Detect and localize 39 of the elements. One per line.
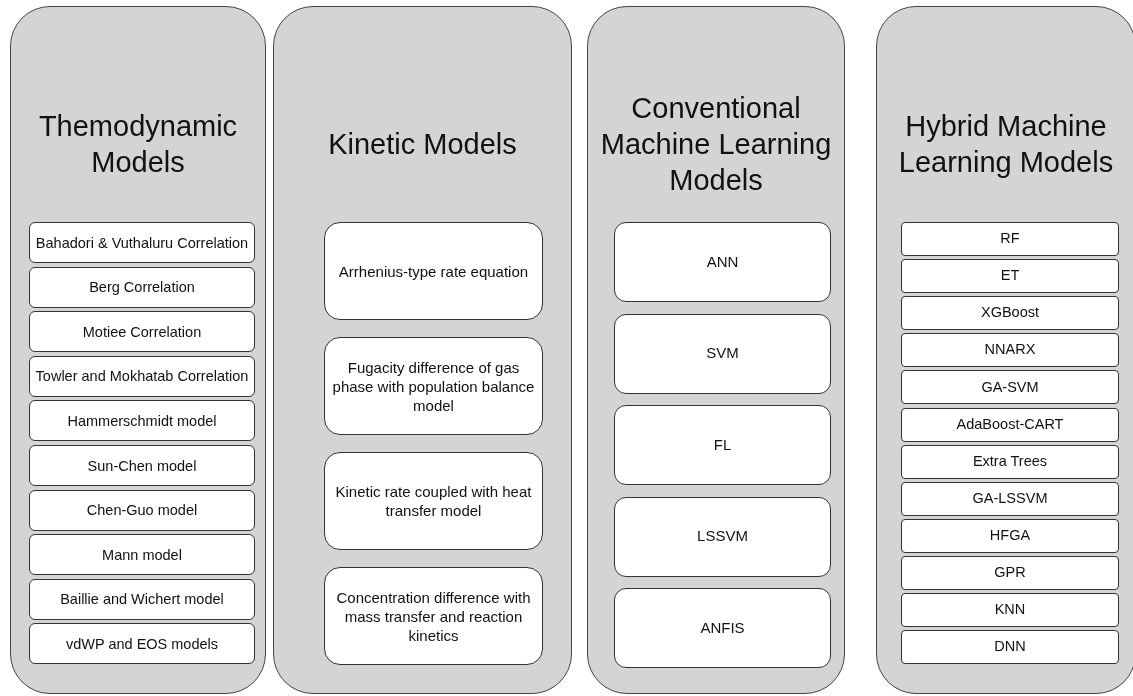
model-box: KNN: [901, 593, 1119, 627]
model-box: RF: [901, 222, 1119, 256]
model-box: Baillie and Wichert model: [29, 578, 255, 620]
model-box: Towler and Mokhatab Correlation: [29, 355, 255, 397]
model-box: LSSVM: [614, 496, 831, 577]
panel-title: Conventional Machine Learning Models: [599, 91, 833, 198]
panel-title: Kinetic Models: [328, 127, 517, 162]
model-box: AdaBoost-CART: [901, 407, 1119, 442]
model-box: Concentration difference with mass transfer and reaction kinetics: [324, 567, 543, 665]
panel-title: Themodynamic Models: [37, 109, 239, 180]
model-box: GA-LSSVM: [901, 481, 1119, 516]
model-box: Kinetic rate coupled with heat transfer model: [324, 452, 543, 550]
model-box: ANN: [614, 222, 831, 302]
model-box: Motiee Correlation: [29, 311, 255, 353]
category-panel: [273, 6, 572, 694]
model-box: DNN: [901, 630, 1119, 665]
model-box: GA-SVM: [901, 370, 1119, 405]
model-box: Mann model: [29, 534, 255, 576]
model-box: Bahadori & Vuthaluru Correlation: [29, 222, 255, 263]
category-panel: [587, 6, 845, 694]
model-box: Hammerschmidt model: [29, 400, 255, 442]
model-box: ET: [901, 259, 1119, 294]
model-box: Berg Correlation: [29, 266, 255, 308]
model-box: Arrhenius-type rate equation: [324, 222, 543, 320]
model-box: NNARX: [901, 333, 1119, 368]
model-box: Fugacity difference of gas phase with population balance model: [324, 337, 543, 435]
model-box: ANFIS: [614, 588, 831, 668]
model-box: HFGA: [901, 518, 1119, 553]
model-box: XGBoost: [901, 296, 1119, 331]
model-box: SVM: [614, 313, 831, 394]
model-box: Extra Trees: [901, 444, 1119, 479]
model-box: Chen-Guo model: [29, 489, 255, 531]
model-box: Sun-Chen model: [29, 445, 255, 486]
model-box: FL: [614, 405, 831, 485]
category-panel: [876, 6, 1133, 694]
model-box: GPR: [901, 555, 1119, 590]
category-panel: [10, 6, 266, 694]
model-box: vdWP and EOS models: [29, 623, 255, 665]
panel-title: Hybrid Machine Learning Models: [897, 109, 1115, 180]
